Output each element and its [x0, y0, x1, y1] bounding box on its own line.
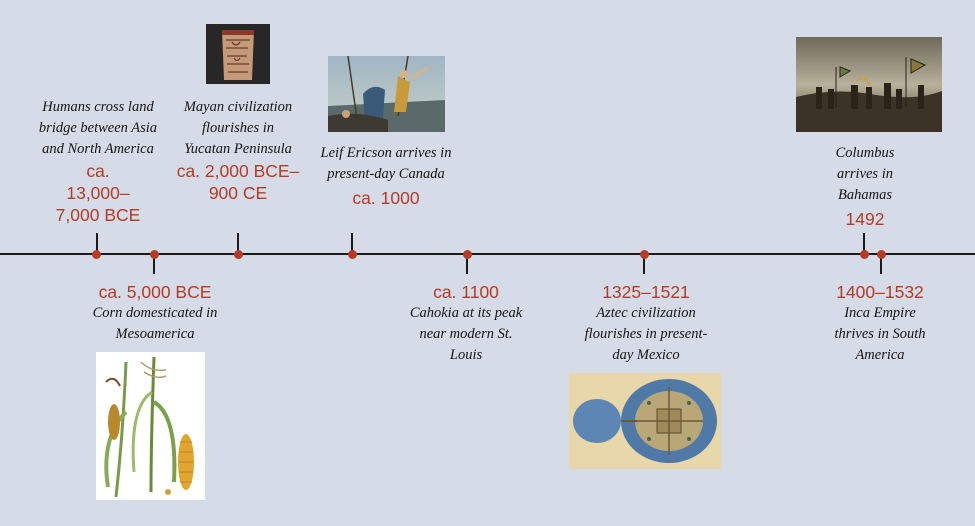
event-date: 1325–1521 [602, 282, 690, 302]
marker-event-3 [234, 250, 243, 259]
event-land-bridge: Humans cross land bridge between Asia an… [33, 97, 163, 226]
marker-event-5 [463, 250, 472, 259]
timeline-axis [0, 253, 975, 255]
event-description: Aztec civilization flourishes in present… [584, 305, 708, 363]
tick-event-2 [153, 254, 155, 274]
marker-event-7 [860, 250, 869, 259]
event-description: Corn domesticated in Mesoamerica [92, 305, 218, 342]
mayan-vase-image [206, 24, 270, 84]
event-description: Humans cross land bridge between Asia an… [38, 99, 158, 157]
marker-event-8 [877, 250, 886, 259]
tick-event-4 [351, 233, 353, 253]
tenochtitlan-map-image [569, 373, 721, 469]
event-date: ca. 2,000 BCE–900 CE [176, 161, 300, 203]
marker-event-1 [92, 250, 101, 259]
tick-event-6 [643, 254, 645, 274]
event-description: Columbus arrives in Bahamas [835, 145, 895, 203]
event-description: Mayan civilization flourishes in Yucatan… [183, 99, 293, 157]
corn-botanical-illustration-image [96, 352, 205, 500]
event-date: ca. 1100 [433, 282, 499, 302]
event-corn: ca. 5,000 BCE Corn domesticated in Mesoa… [75, 281, 235, 345]
event-description: Cahokia at its peak near modern St. Loui… [409, 305, 523, 363]
event-description: Inca Empire thrives in South America [834, 305, 926, 363]
event-mayan: Mayan civilization flourishes in Yucatan… [168, 97, 308, 204]
event-columbus: Columbus arrives in Bahamas 1492 [805, 143, 925, 230]
event-date: ca. 1000 [352, 188, 420, 208]
event-date: 1492 [845, 209, 885, 229]
tick-event-5 [466, 254, 468, 274]
event-cahokia: ca. 1100 Cahokia at its peak near modern… [396, 281, 536, 366]
tick-event-7 [863, 233, 865, 253]
leif-ericson-painting-image [328, 56, 445, 132]
columbus-landing-painting-image [796, 37, 942, 132]
event-date: 1400–1532 [836, 282, 924, 302]
event-description: Leif Ericson arrives in present-day Cana… [320, 145, 452, 182]
event-date: ca. 5,000 BCE [98, 282, 212, 302]
event-inca: 1400–1532 Inca Empire thrives in South A… [815, 281, 945, 366]
event-date: ca. 13,000–7,000 BCE [55, 161, 141, 225]
event-aztec: 1325–1521 Aztec civilization flourishes … [566, 281, 726, 366]
marker-event-4 [348, 250, 357, 259]
marker-event-6 [640, 250, 649, 259]
tick-event-3 [237, 233, 239, 253]
tick-event-1 [96, 233, 98, 253]
tick-event-8 [880, 254, 882, 274]
event-leif-ericson: Leif Ericson arrives in present-day Cana… [306, 143, 466, 209]
marker-event-2 [150, 250, 159, 259]
